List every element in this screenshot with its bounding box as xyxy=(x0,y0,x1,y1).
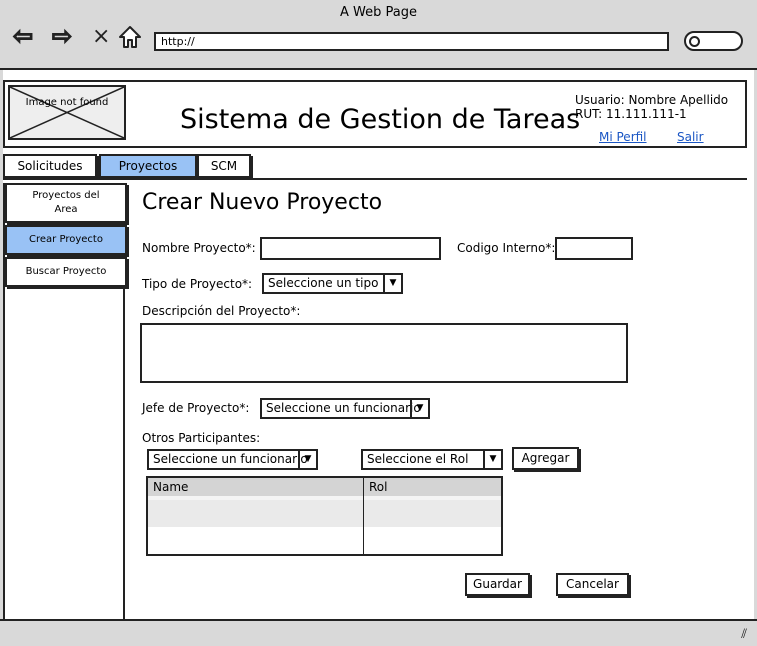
dropdown-arrow-icon: ▼ xyxy=(298,451,316,468)
participante-select[interactable]: Seleccione un funcionario ▼ xyxy=(147,449,318,470)
table-row xyxy=(148,527,501,554)
nombre-proyecto-label: Nombre Proyecto*: xyxy=(142,241,256,255)
user-info: Usuario: Nombre Apellido RUT: 11.111.111… xyxy=(575,93,728,121)
tipo-proyecto-label: Tipo de Proyecto*: xyxy=(142,277,253,291)
tab-scm[interactable]: SCM xyxy=(197,154,251,178)
sidebar: Proyectos del Area Crear Proyecto Buscar… xyxy=(3,183,127,619)
descripcion-textarea[interactable] xyxy=(140,323,628,383)
descripcion-label: Descripción del Proyecto*: xyxy=(142,304,301,318)
column-header-rol: Rol xyxy=(369,480,388,494)
otros-participantes-label: Otros Participantes: xyxy=(142,431,261,445)
stop-icon[interactable]: × xyxy=(92,24,111,49)
rol-value: Seleccione el Rol xyxy=(367,452,469,466)
url-bar[interactable]: http:// xyxy=(154,32,669,51)
table-row xyxy=(148,500,501,527)
logo-alt-text: Image not found xyxy=(25,97,109,108)
codigo-interno-input[interactable] xyxy=(555,237,633,260)
tab-solicitudes[interactable]: Solicitudes xyxy=(3,154,97,178)
browser-title: A Web Page xyxy=(340,5,417,20)
jefe-proyecto-select[interactable]: Seleccione un funcionario ▼ xyxy=(260,398,430,419)
nombre-proyecto-input[interactable] xyxy=(260,237,441,260)
tipo-proyecto-select[interactable]: Seleccione un tipo ▼ xyxy=(262,273,403,294)
cancelar-button[interactable]: Cancelar xyxy=(556,573,629,596)
app-header: Image not found Sistema de Gestion de Ta… xyxy=(3,80,747,148)
page-left-edge xyxy=(0,70,3,619)
tipo-proyecto-value: Seleccione un tipo xyxy=(268,276,379,290)
jefe-proyecto-value: Seleccione un funcionario xyxy=(266,401,421,415)
page-right-edge xyxy=(754,70,757,619)
user-rut: RUT: 11.111.111-1 xyxy=(575,107,687,121)
guardar-button[interactable]: Guardar xyxy=(465,573,530,596)
sidebar-item-buscar-proyecto[interactable]: Buscar Proyecto xyxy=(5,257,127,287)
profile-link[interactable]: Mi Perfil xyxy=(599,130,647,144)
tabs-divider xyxy=(3,178,747,180)
browser-toolbar: A Web Page ⇦ ⇨ × http:// xyxy=(0,0,757,70)
sidebar-item-crear-proyecto[interactable]: Crear Proyecto xyxy=(5,225,127,255)
jefe-proyecto-label: Jefe de Proyecto*: xyxy=(142,401,250,415)
browser-search-field[interactable] xyxy=(684,31,743,51)
sidebar-item-label: Buscar Proyecto xyxy=(25,266,107,277)
forward-arrow-icon[interactable]: ⇨ xyxy=(51,22,73,50)
logo-placeholder: Image not found xyxy=(8,85,126,140)
rol-select[interactable]: Seleccione el Rol ▼ xyxy=(361,449,503,470)
sidebar-item-label: Proyectos del Area xyxy=(32,190,100,215)
page-title: Crear Nuevo Proyecto xyxy=(142,190,383,215)
tab-proyectos[interactable]: Proyectos xyxy=(99,154,197,178)
dropdown-arrow-icon: ▼ xyxy=(410,400,428,417)
browser-status-bar: ⫽ xyxy=(0,619,757,646)
codigo-interno-label: Codigo Interno*: xyxy=(457,241,556,255)
resize-grip-icon[interactable]: ⫽ xyxy=(741,627,747,642)
agregar-button[interactable]: Agregar xyxy=(512,447,579,470)
dropdown-arrow-icon: ▼ xyxy=(383,275,401,292)
home-icon[interactable] xyxy=(117,24,143,50)
column-divider xyxy=(363,478,364,554)
dropdown-arrow-icon: ▼ xyxy=(483,451,501,468)
table-row xyxy=(148,496,501,500)
column-header-name: Name xyxy=(153,480,189,494)
sidebar-item-proyectos-del-area[interactable]: Proyectos del Area xyxy=(5,183,127,223)
sidebar-item-label: Crear Proyecto xyxy=(29,234,103,245)
user-name: Usuario: Nombre Apellido xyxy=(575,93,729,107)
image-placeholder-icon xyxy=(10,87,124,138)
table-header-row: Name Rol xyxy=(148,478,501,496)
participante-value: Seleccione un funcionario xyxy=(153,452,308,466)
logout-link[interactable]: Salir xyxy=(677,130,704,144)
search-icon xyxy=(689,36,700,47)
app-title: Sistema de Gestion de Tareas xyxy=(180,104,581,135)
participants-table: Name Rol xyxy=(146,476,503,556)
back-arrow-icon[interactable]: ⇦ xyxy=(12,22,34,50)
